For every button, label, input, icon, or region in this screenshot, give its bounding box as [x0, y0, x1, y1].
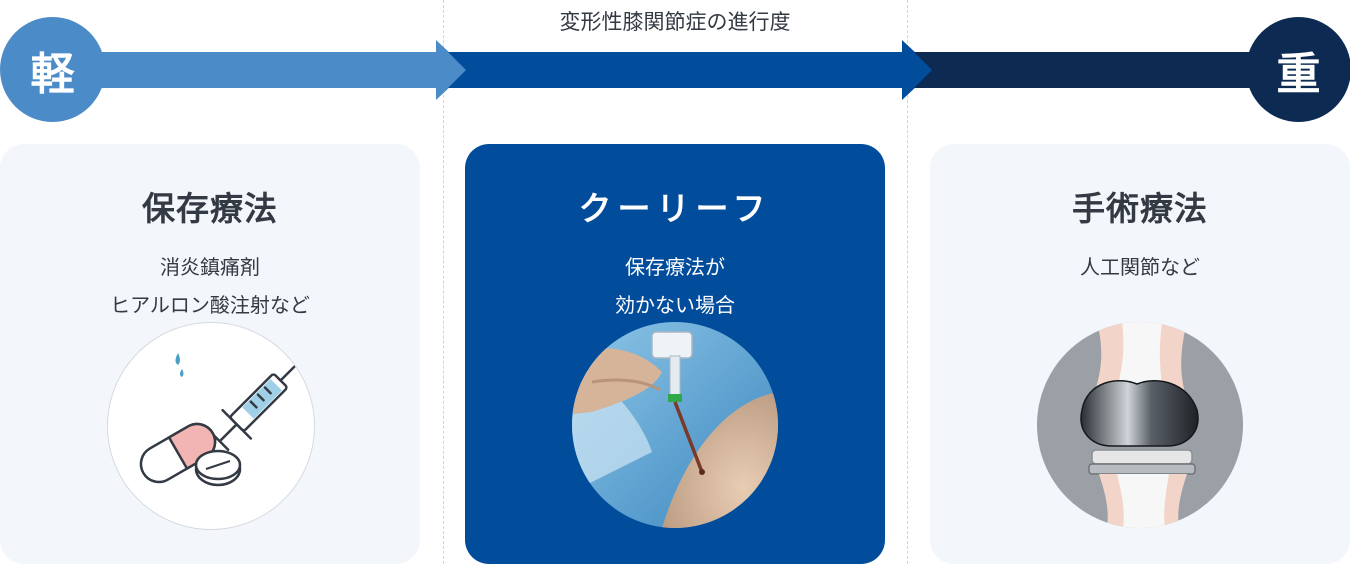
arrow-segment-mild — [60, 40, 468, 100]
divider-left — [443, 0, 444, 564]
arrow-segment-severe — [914, 52, 1290, 88]
needle-procedure-photo — [572, 322, 778, 528]
mild-label: 軽 — [0, 17, 105, 122]
progression-title: 変形性膝関節症の進行度 — [559, 10, 791, 34]
conservative-therapy-card: 保存療法 消炎鎮痛剤 ヒアルロン酸注射など — [0, 144, 420, 564]
card-title: クーリーフ — [578, 189, 772, 228]
medicine-syringe-icon — [107, 322, 315, 530]
card-description: 保存療法が 効かない場合 — [465, 248, 885, 324]
card-description-line: 人工関節など — [1080, 255, 1200, 279]
card-description: 消炎鎮痛剤 ヒアルロン酸注射など — [0, 248, 420, 324]
surgical-therapy-card: 手術療法 人工関節など — [930, 144, 1350, 564]
card-description-line: 消炎鎮痛剤 — [160, 255, 260, 279]
card-description: 人工関節など — [930, 248, 1350, 286]
severe-label: 重 — [1246, 17, 1350, 122]
progression-arrow — [60, 40, 1290, 100]
card-description-line: 保存療法が — [625, 255, 725, 279]
arrow-segment-moderate — [448, 40, 934, 100]
card-title: 手術療法 — [1072, 189, 1208, 228]
card-title: 保存療法 — [142, 189, 278, 228]
card-description-line: ヒアルロン酸注射など — [110, 293, 310, 317]
card-description-line: 効かない場合 — [615, 293, 735, 317]
artificial-knee-joint-icon — [1037, 322, 1243, 528]
divider-right — [907, 0, 908, 564]
coolief-card: クーリーフ 保存療法が 効かない場合 — [465, 144, 885, 564]
